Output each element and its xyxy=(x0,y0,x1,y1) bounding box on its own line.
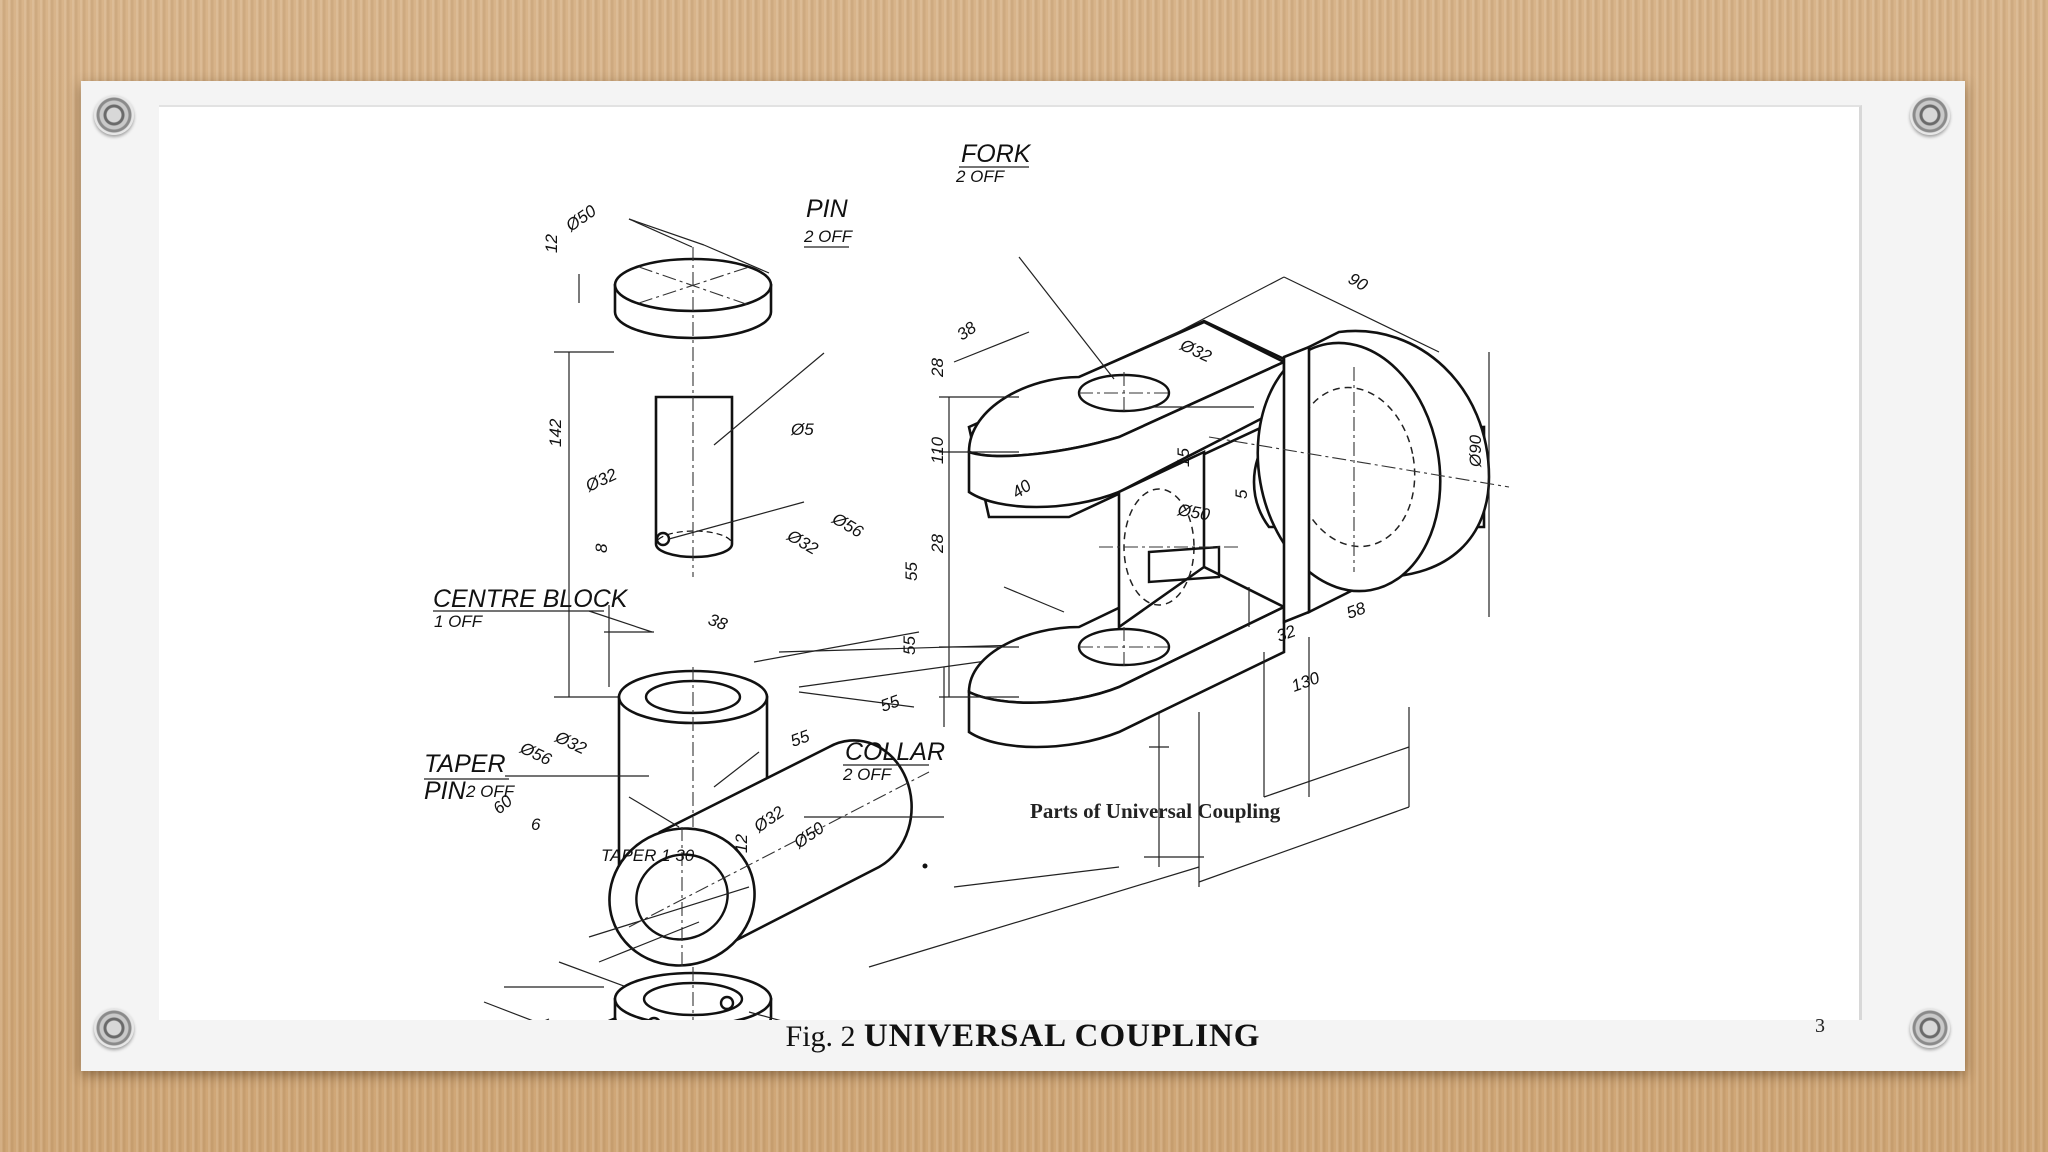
dim-block-od: Ø56 xyxy=(828,509,867,542)
centre-block-label: CENTRE BLOCK xyxy=(433,585,629,613)
dim-pin-hole-off: 8 xyxy=(592,543,611,553)
rivet-bottom-right xyxy=(1910,1008,1950,1048)
dim-block-side-id: Ø32 xyxy=(551,727,590,758)
dim-fork-key2: 5 xyxy=(1232,489,1251,499)
fork-qty: 2 OFF xyxy=(955,167,1006,186)
figure-caption: Fig. 2 UNIVERSAL COUPLING xyxy=(81,1018,1965,1062)
dim-fork-28b: 28 xyxy=(928,534,947,554)
dim-block-len1: 55 xyxy=(788,726,813,751)
collar-drawing xyxy=(613,967,781,1020)
sub-caption: Parts of Universal Coupling xyxy=(1030,799,1281,823)
technical-drawing: PIN 2 OFF FORK 2 OFF CENTRE BLOCK 1 OFF … xyxy=(159,105,1862,1020)
dim-fork-58: 58 xyxy=(1344,598,1369,623)
dim-pin-head-dia: Ø50 xyxy=(562,201,600,236)
dim-taper-note: TAPER 1 30 xyxy=(601,846,695,865)
universal-coupling-drawing: PIN 2 OFF FORK 2 OFF CENTRE BLOCK 1 OFF … xyxy=(424,140,1510,1020)
centre-block-drawing xyxy=(505,631,1204,968)
dim-fork-key1: 15 xyxy=(1174,448,1193,467)
pin-label: PIN xyxy=(806,195,849,223)
taper-pin-label-line1: TAPER xyxy=(424,750,506,778)
dim-fork-130: 130 xyxy=(1289,668,1323,696)
figure-caption-prefix: Fig. 2 xyxy=(785,1020,856,1053)
centre-block-qty: 1 OFF xyxy=(434,612,484,631)
pin-qty: 2 OFF xyxy=(803,227,854,246)
dim-pin-hole: Ø5 xyxy=(790,420,814,439)
dim-fork-38: 38 xyxy=(953,318,980,345)
dim-pin-head-h: 12 xyxy=(542,234,561,253)
dim-fork-boss: Ø90 xyxy=(1466,434,1485,468)
taper-pin-qty: 2 OFF xyxy=(465,782,516,801)
dim-fork-w: 90 xyxy=(1345,269,1371,295)
slide: PIN 2 OFF FORK 2 OFF CENTRE BLOCK 1 OFF … xyxy=(81,81,1965,1071)
rivet-bottom-left xyxy=(94,1008,134,1048)
page-number: 3 xyxy=(1815,1015,1825,1037)
dim-pin-len: 142 xyxy=(546,418,565,447)
dim-block-id: Ø32 xyxy=(783,526,822,559)
taper-pin-label-line2: PIN xyxy=(424,777,467,805)
dim-block-h2: 55 xyxy=(900,636,919,655)
dim-collar-h: 12 xyxy=(732,834,751,853)
collar-qty: 2 OFF xyxy=(842,765,893,784)
dim-block-h1: 55 xyxy=(902,562,921,581)
part-labels: PIN 2 OFF FORK 2 OFF CENTRE BLOCK 1 OFF … xyxy=(424,140,1281,823)
fork-label: FORK xyxy=(961,140,1032,168)
dim-fork-110: 110 xyxy=(928,436,947,464)
pin-drawing xyxy=(554,218,825,698)
dim-pin-dia: Ø32 xyxy=(582,465,621,496)
figure-caption-title: UNIVERSAL COUPLING xyxy=(863,1018,1261,1054)
collar-label: COLLAR xyxy=(845,738,945,766)
dim-block-side-od: Ø56 xyxy=(516,738,555,769)
fork-drawing xyxy=(939,256,1510,887)
dim-taper-6: 6 xyxy=(531,815,541,834)
dim-fork-28a: 28 xyxy=(928,358,947,378)
rivet-top-left xyxy=(94,95,134,135)
rivet-top-right xyxy=(1910,95,1950,135)
dim-block-len2: 55 xyxy=(878,691,903,716)
dim-block-r: 38 xyxy=(706,610,731,635)
